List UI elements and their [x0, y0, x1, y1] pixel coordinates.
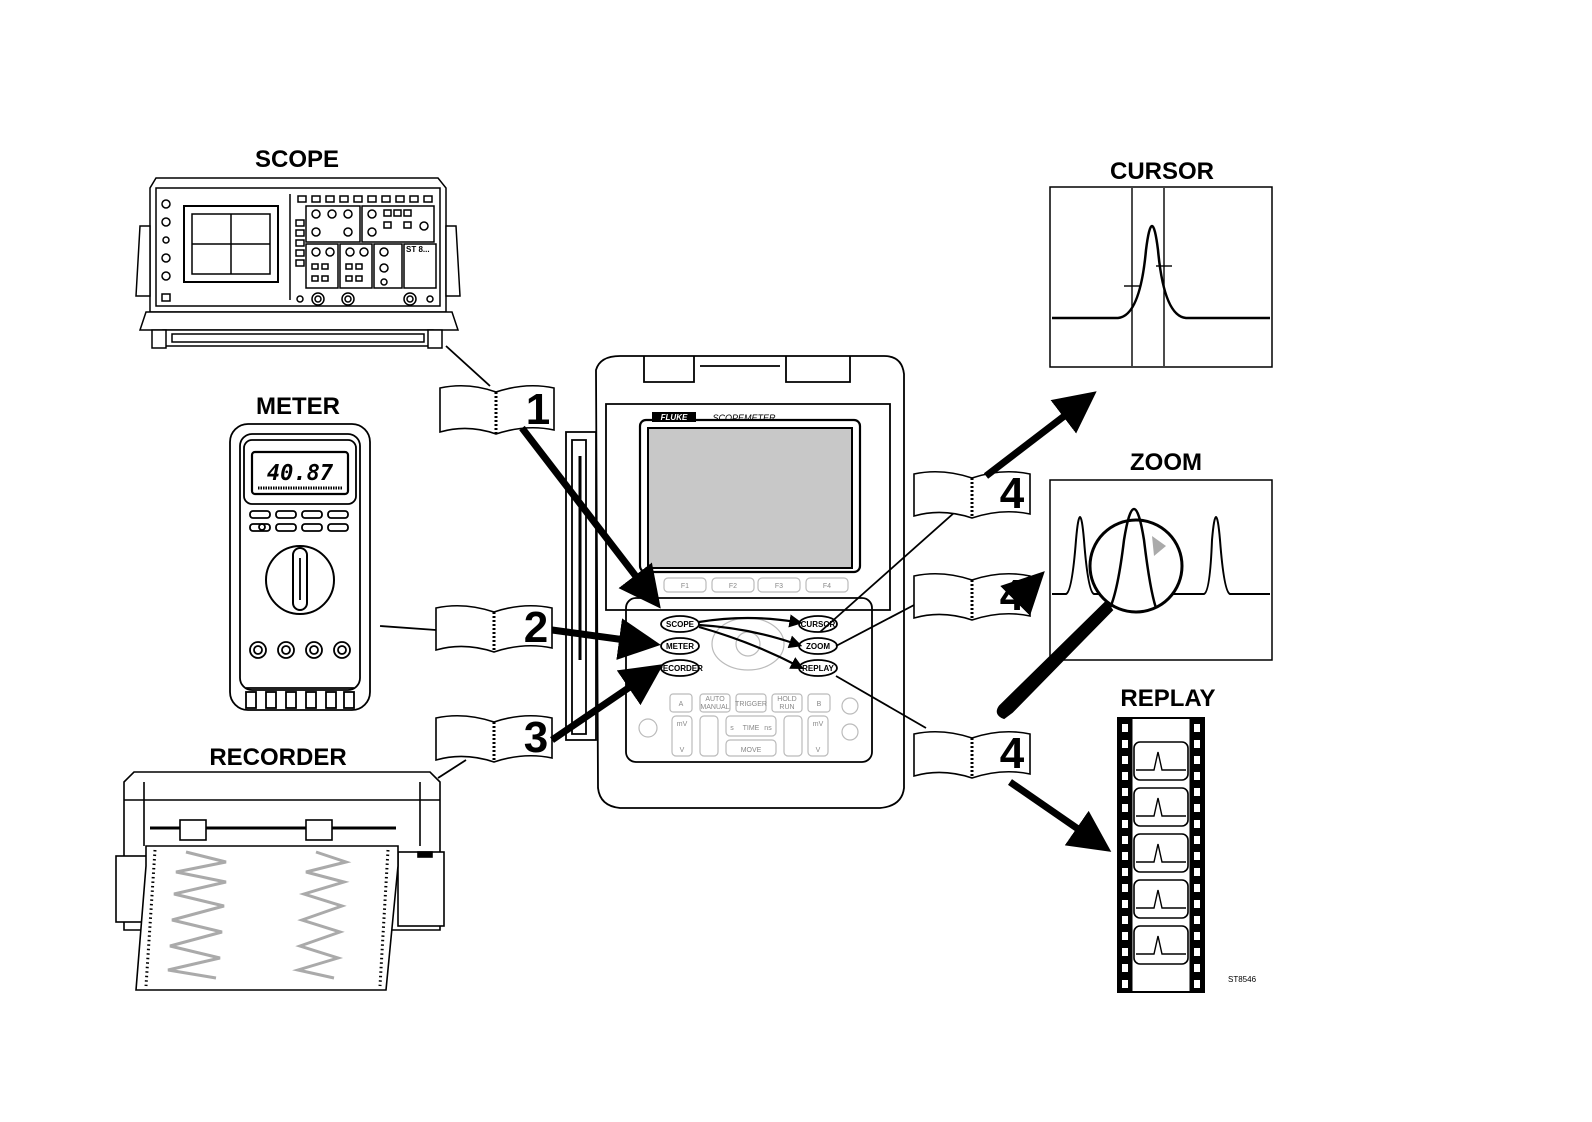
callout-number-4a: 4: [1000, 469, 1025, 518]
replay-section-label: REPLAY: [1120, 685, 1215, 712]
scope-section-label: SCOPE: [255, 146, 339, 173]
bench-oscilloscope-illustration: [135, 177, 461, 349]
manual-key-label: MANUAL: [700, 704, 729, 711]
recorder-button-label: RECORDER: [657, 664, 703, 673]
trigger-key-label: TRIGGER: [735, 701, 767, 708]
meter-section-label: METER: [256, 393, 340, 420]
meter-mode-button[interactable]: [660, 637, 700, 655]
cursor-panel: [1049, 186, 1273, 368]
chart-recorder-illustration: [115, 771, 445, 991]
multimeter-illustration: [229, 423, 371, 711]
time-key[interactable]: [725, 715, 777, 737]
zoom-section-label: ZOOM: [1130, 449, 1202, 476]
a-key-label: A: [679, 701, 684, 708]
recorder-trace-lines: [167, 850, 352, 980]
scope-button-label: SCOPE: [666, 620, 695, 629]
film-frame-pulses: [1136, 751, 1186, 955]
fluke-brand-label: FLUKE: [661, 413, 688, 422]
move-key[interactable]: [725, 739, 777, 757]
v-right-label: V: [816, 747, 821, 754]
figure-code: ST8546: [1228, 975, 1257, 984]
callout-tag-4a: [913, 470, 1031, 519]
f3-key[interactable]: [757, 577, 801, 593]
trigger-key[interactable]: [735, 693, 767, 713]
callout-number-2: 2: [524, 603, 548, 652]
f1-key[interactable]: [663, 577, 707, 593]
ns-label: ns: [764, 725, 772, 732]
auto-key-label: AUTO: [705, 696, 725, 703]
f3-key-label: F3: [775, 583, 783, 590]
hold-key-label: HOLD: [777, 696, 796, 703]
range-left-key[interactable]: [671, 715, 693, 757]
callout-number-4c: 4: [1000, 729, 1025, 778]
f1-key-label: F1: [681, 583, 689, 590]
callout-tag-4c: [913, 730, 1031, 779]
f4-key-label: F4: [823, 583, 831, 590]
cursor-button-label: CURSOR: [801, 620, 836, 629]
v-left-label: V: [680, 747, 685, 754]
scopemeter-model-label: SCOPEMETER: [712, 413, 776, 423]
scope-instrument-code: ST 8...: [406, 245, 430, 254]
scope-mode-button[interactable]: [660, 615, 700, 633]
a-key[interactable]: [669, 693, 693, 713]
meter-display-reading: 40.87: [267, 461, 334, 486]
film-frames: [1133, 741, 1189, 965]
callout-tag-2: [435, 604, 553, 653]
cursor-section-label: CURSOR: [1110, 158, 1214, 185]
callout-number-3: 3: [524, 713, 548, 762]
f4-key[interactable]: [805, 577, 849, 593]
scope-button-arrows: [698, 614, 804, 670]
mv-left-label: mV: [677, 721, 688, 728]
recorder-section-label: RECORDER: [209, 744, 346, 771]
function-key-row: [663, 577, 849, 593]
b-key[interactable]: [807, 693, 831, 713]
zoom-panel: [996, 479, 1273, 720]
replay-button-label: REPLAY: [802, 664, 834, 673]
s-label: s: [730, 725, 734, 732]
callout-tag-1: [439, 384, 555, 435]
auto-manual-key[interactable]: [699, 693, 731, 713]
time-label: TIME: [743, 725, 760, 732]
hold-run-key[interactable]: [771, 693, 803, 713]
big-arrows: [519, 391, 1112, 852]
callout-number-1: 1: [526, 385, 550, 434]
callout-tag-3: [435, 714, 553, 763]
callout-tags: [435, 384, 1031, 779]
mv-right-label: mV: [813, 721, 824, 728]
f2-key[interactable]: [711, 577, 755, 593]
zoom-button-label: ZOOM: [806, 642, 830, 651]
meter-button-label: METER: [666, 642, 694, 651]
range-right-key[interactable]: [807, 715, 829, 757]
b-key-label: B: [817, 701, 822, 708]
f2-key-label: F2: [729, 583, 737, 590]
scopemeter-header: FLUKE SCOPEMETER: [652, 412, 776, 423]
run-key-label: RUN: [779, 704, 794, 711]
move-label: MOVE: [741, 747, 762, 754]
film-sprocket-holes: [1122, 724, 1200, 988]
